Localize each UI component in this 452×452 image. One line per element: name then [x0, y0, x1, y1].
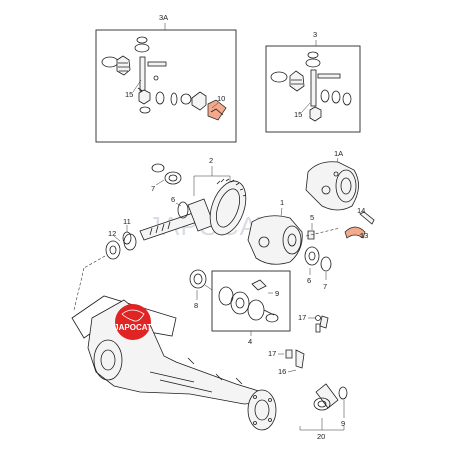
axle-housing	[71, 267, 277, 431]
callout-10[interactable]: 10	[217, 94, 225, 103]
japocat-logo: JAPOCAT	[114, 304, 152, 340]
callout-9-bottom[interactable]: 9	[341, 419, 345, 428]
callout-12[interactable]: 12	[108, 229, 116, 238]
group-3A: 3A 15 10	[95, 13, 237, 143]
callout-1A[interactable]: 1A	[334, 149, 343, 158]
callout-4[interactable]: 4	[248, 337, 252, 346]
callout-14[interactable]: 14	[357, 206, 365, 215]
callout-20[interactable]: 20	[317, 432, 325, 441]
group-3: 3 15	[265, 30, 361, 133]
callout-3A[interactable]: 3A	[159, 13, 168, 22]
logo-text: JAPOCAT	[114, 323, 152, 332]
callout-17-top[interactable]: 17	[298, 313, 306, 322]
callout-11[interactable]: 11	[123, 217, 131, 226]
group-4: 8 9 4	[189, 269, 291, 346]
callout-13[interactable]: 13	[360, 231, 368, 240]
small-parts-right: 17 17 16	[268, 313, 329, 376]
box-3	[265, 45, 361, 133]
callout-15-left[interactable]: 15	[125, 90, 133, 99]
callout-7-bottom[interactable]: 7	[323, 282, 327, 291]
callout-6-top[interactable]: 6	[171, 195, 175, 204]
callout-7-top[interactable]: 7	[151, 184, 155, 193]
group-20: 9 20	[299, 383, 348, 441]
callout-1[interactable]: 1	[280, 198, 284, 207]
callout-9-box[interactable]: 9	[275, 289, 279, 298]
callout-16[interactable]: 16	[278, 367, 286, 376]
callout-5[interactable]: 5	[310, 213, 314, 222]
callout-2[interactable]: 2	[209, 156, 213, 165]
box-3A	[95, 29, 237, 143]
logo-disc	[115, 304, 151, 340]
callout-8[interactable]: 8	[194, 301, 198, 310]
ring-gear-assembly: 2 7 6 11 12	[83, 156, 247, 269]
callout-17-bottom[interactable]: 17	[268, 349, 276, 358]
differential-case: 1A 1 5 13 14 6 7	[247, 149, 375, 291]
box-4	[211, 270, 291, 332]
callout-15-right[interactable]: 15	[294, 110, 302, 119]
callout-6-bottom[interactable]: 6	[307, 276, 311, 285]
callout-3[interactable]: 3	[313, 30, 317, 39]
